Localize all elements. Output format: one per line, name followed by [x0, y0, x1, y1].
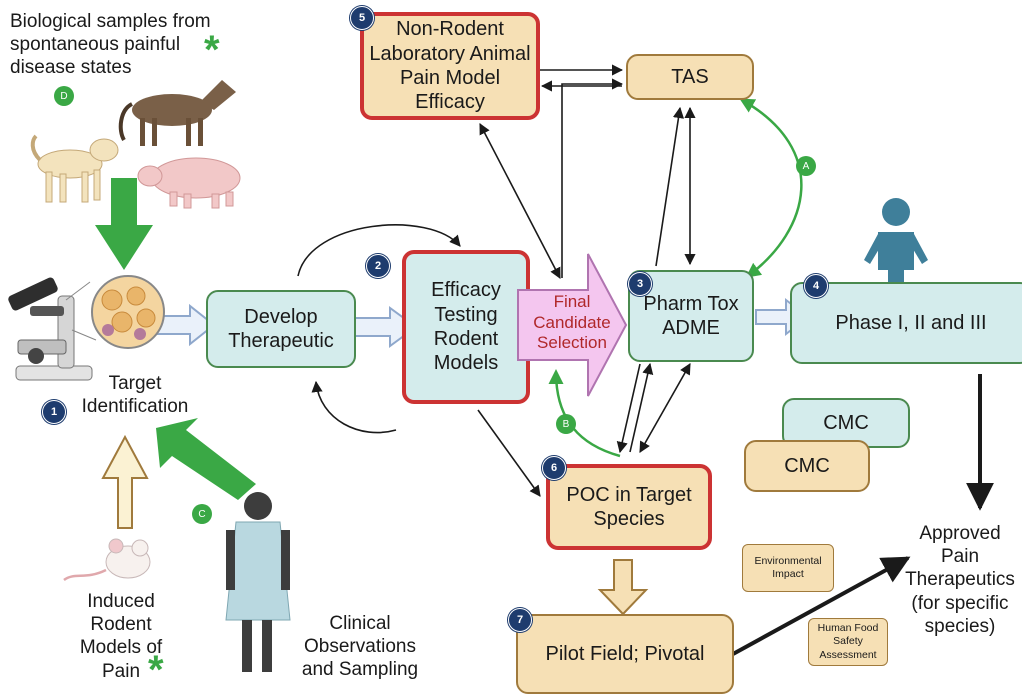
hollow-arrow-rodent	[101, 434, 149, 529]
horse-image	[118, 80, 236, 146]
develop-therapeutic-box: Develop Therapeutic	[206, 290, 356, 368]
step-badge-2: 2	[366, 254, 390, 278]
step-badge-5: 5	[350, 6, 374, 30]
clinical-label: Clinical Observations and Sampling	[301, 613, 419, 681]
green-arrow-animals	[95, 178, 153, 270]
arrow-pilot-approved	[732, 556, 911, 656]
mouse-image	[63, 538, 151, 582]
nonrodent-box: Non-Rodent Laboratory Animal Pain Model …	[360, 12, 540, 120]
person-icon	[864, 198, 928, 296]
induced-rodent-label: Induced Rodent Models of Pain	[79, 591, 163, 682]
step-badge-6: 6	[542, 456, 566, 480]
green-badge-d: D	[54, 86, 74, 106]
poc-box: POC in Target Species	[546, 464, 712, 550]
food-safety-box: Human Food Safety Assessment	[808, 618, 888, 666]
tissue-image	[65, 275, 165, 349]
green-badge-b: B	[556, 414, 576, 434]
environmental-box: Environmental Impact	[742, 544, 834, 592]
target-identification-label: Target Identification	[81, 373, 189, 418]
loop-arrow-bottom	[311, 380, 397, 434]
tas-box: TAS	[626, 54, 754, 100]
phase-box: Phase I, II and III	[790, 282, 1022, 364]
loop-arrow-top	[297, 224, 461, 277]
green-badge-c: C	[192, 504, 212, 524]
dog-image	[30, 134, 119, 203]
pilot-box: Pilot Field; Pivotal	[516, 614, 734, 694]
pig-image	[137, 157, 241, 209]
step-badge-3: 3	[628, 272, 652, 296]
arrow-pharm-tas	[655, 106, 685, 267]
approved-label: Approved Pain Therapeutics (for specific…	[905, 523, 1015, 637]
cmc-back-box: CMC	[782, 398, 910, 448]
bio-samples-label: Biological samples from spontaneous pain…	[10, 11, 211, 79]
arrow-final-tas	[561, 78, 624, 278]
arrow-nonrodent-final	[479, 123, 561, 279]
asterisk-icon: *	[204, 28, 220, 72]
step-badge-7: 7	[508, 608, 532, 632]
final-candidate-label: Final Candidate Selection	[533, 292, 611, 353]
arrow-pharm-poc-1	[616, 363, 641, 454]
step-badge-4: 4	[804, 274, 828, 298]
pharm-tox-box: Pharm Tox ADME	[628, 270, 754, 362]
green-arrow-c	[156, 418, 256, 500]
step-badge-1: 1	[42, 400, 66, 424]
arrow-pharm-poc-2	[639, 363, 691, 453]
arrow-efficacy-poc	[477, 409, 541, 497]
microscope-image	[8, 277, 93, 381]
patient-image	[225, 492, 291, 672]
tan-arrow-poc	[597, 559, 649, 616]
green-badge-a: A	[796, 156, 816, 176]
cmc-front-box: CMC	[744, 440, 870, 492]
green-arrow-a	[739, 98, 803, 278]
asterisk-icon-2: *	[148, 648, 164, 692]
efficacy-testing-box: Efficacy Testing Rodent Models	[402, 250, 530, 404]
